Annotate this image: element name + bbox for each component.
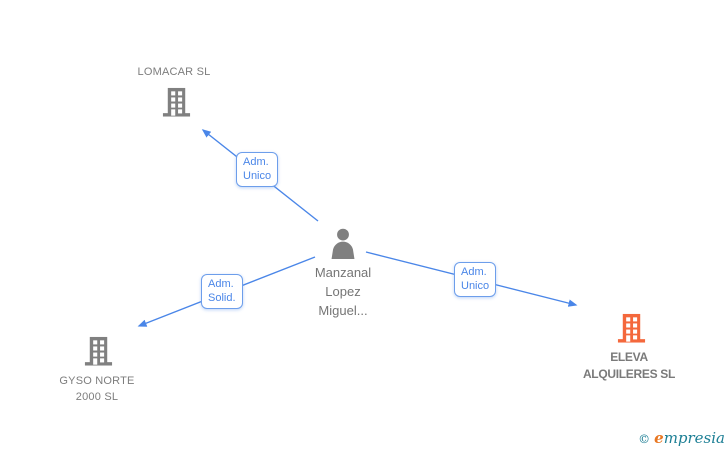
person-icon [328, 227, 358, 260]
company-label-eleva-alquileres: ELEVA ALQUILERES SL [559, 349, 699, 383]
building-icon [161, 86, 192, 118]
person-name: Manzanal Lopez Miguel... [283, 263, 403, 320]
empresia-watermark: ©empresia [638, 429, 725, 448]
edge-label-line: Unico [243, 169, 272, 182]
company-name-line: LOMACAR SL [137, 66, 211, 78]
company-name-line: 2000 SL [75, 391, 119, 403]
edge-label-line: Solid. [208, 291, 236, 304]
brand-text: mpresia [663, 429, 725, 447]
edge-label-adm-unico-eleva: Adm. Unico [454, 262, 497, 297]
edge-label-adm-unico-lomacar: Adm. Unico [236, 152, 279, 187]
company-name-line: ALQUILERES SL [582, 367, 676, 381]
company-name-line: GYSO NORTE [59, 375, 135, 387]
person-node-manzanal[interactable] [328, 227, 358, 260]
person-name-line: Lopez [325, 284, 361, 299]
edge-label-line: Adm. [461, 266, 487, 278]
edge-label-adm-solid-gyso: Adm. Solid. [201, 274, 243, 309]
person-name-line: Manzanal [314, 265, 372, 280]
building-icon [616, 312, 647, 344]
building-icon [83, 335, 114, 367]
company-node-eleva-alquileres[interactable] [616, 312, 647, 344]
edge-label-line: Adm. [243, 156, 269, 168]
edge-label-line: Adm. [208, 278, 234, 290]
company-name-line: ELEVA [610, 350, 648, 364]
company-node-lomacar[interactable] [161, 86, 192, 118]
company-label-gyso-norte: GYSO NORTE 2000 SL [27, 373, 167, 405]
person-name-line: Miguel... [318, 303, 368, 318]
company-label-lomacar: LOMACAR SL [104, 64, 244, 80]
copyright-icon: © [638, 432, 651, 446]
edge-label-line: Unico [461, 279, 490, 292]
brand-initial: e [654, 429, 664, 447]
company-node-gyso-norte[interactable] [83, 335, 114, 367]
